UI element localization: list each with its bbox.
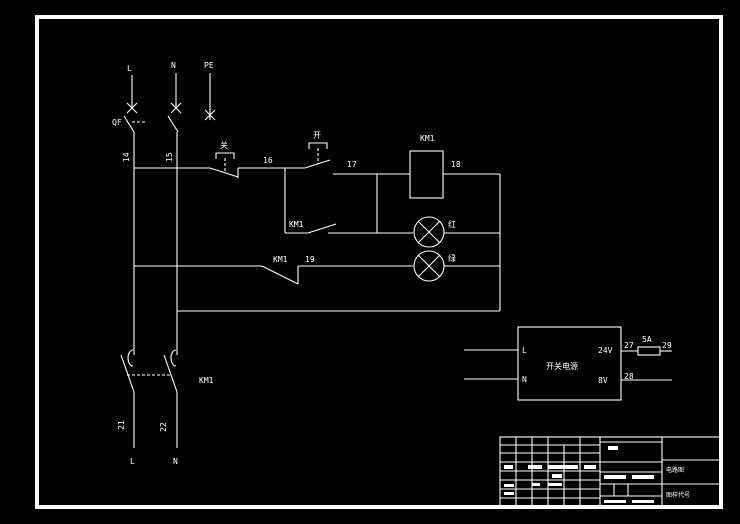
terminal-n-top: N — [171, 61, 176, 70]
lamp-red-label: 红 — [448, 219, 456, 229]
terminal-n-bottom: N — [173, 457, 178, 466]
lamp-green — [413, 250, 445, 282]
main-contacts — [120, 349, 178, 393]
fuse-rating: 5A — [642, 335, 652, 344]
holding-contact-label: KM1 — [289, 220, 304, 229]
terminal-l-bottom: L — [130, 457, 135, 466]
psu-in-n: N — [522, 375, 527, 384]
start-button — [304, 142, 331, 169]
title-block-name: 电路图 — [666, 466, 684, 474]
wire-29: 29 — [662, 341, 672, 350]
title-block — [499, 436, 722, 508]
stop-button-label: 关 — [220, 140, 228, 150]
contactor-coil — [409, 150, 444, 199]
main-contact-label: KM1 — [199, 376, 214, 385]
lamp-red — [413, 216, 445, 248]
wire-19: 19 — [305, 255, 315, 264]
drawing-frame — [35, 15, 723, 509]
terminal-l-top: L — [127, 64, 132, 73]
psu-title: 开关电源 — [546, 361, 578, 371]
wire-14: 14 — [122, 152, 131, 162]
wire-15: 15 — [165, 152, 174, 162]
psu-out-0v: 8V — [598, 376, 608, 385]
breaker-label: QF — [112, 118, 122, 127]
title-block-drawing-no: 图样代号 — [666, 491, 690, 499]
coil-label: KM1 — [420, 134, 435, 143]
wire-27: 27 — [624, 341, 634, 350]
holding-contact — [307, 223, 337, 234]
start-button-label: 开 — [313, 131, 321, 140]
psu-out-24v: 24V — [598, 346, 613, 355]
wire-21: 21 — [117, 420, 126, 430]
wire-18: 18 — [451, 160, 461, 169]
fuse — [637, 346, 661, 356]
wire-16: 16 — [263, 156, 273, 165]
aux-contact — [261, 265, 299, 285]
terminal-pe: PE — [204, 61, 214, 70]
breaker-qf — [123, 102, 216, 133]
wire-28: 28 — [624, 372, 634, 381]
stop-button — [209, 152, 239, 178]
psu-in-l: L — [522, 346, 527, 355]
lamp-green-label: 绿 — [448, 254, 456, 263]
aux-contact-label: KM1 — [273, 255, 288, 264]
wire-22: 22 — [159, 422, 168, 432]
power-supply — [517, 326, 622, 401]
wire-17: 17 — [347, 160, 357, 169]
